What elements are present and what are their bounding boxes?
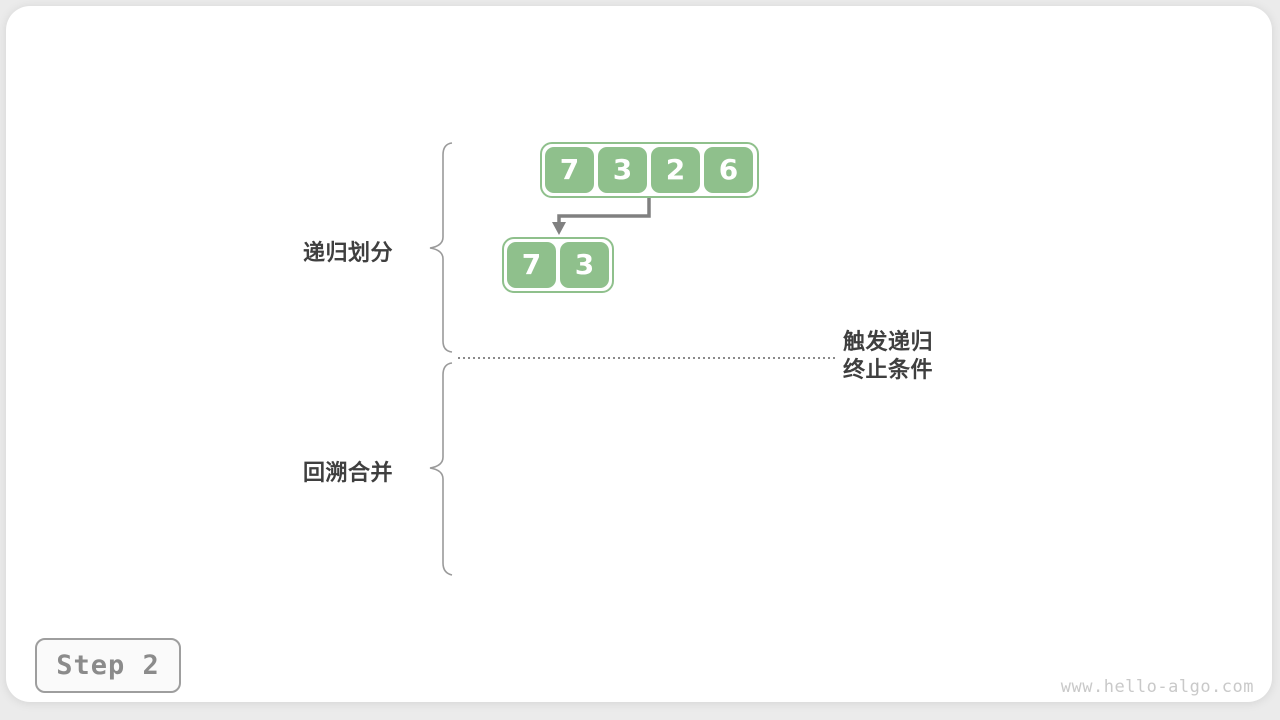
array-cell: 3 xyxy=(560,242,609,288)
array-cell: 2 xyxy=(651,147,700,193)
array-level-2: 7 3 xyxy=(502,237,614,293)
array-cell: 7 xyxy=(545,147,594,193)
merge-phase-label: 回溯合并 xyxy=(303,461,394,486)
termination-annotation-line2: 终止条件 xyxy=(843,358,934,383)
array-cell: 7 xyxy=(507,242,556,288)
array-cell: 6 xyxy=(704,147,753,193)
figure-card xyxy=(6,6,1272,702)
array-cell: 3 xyxy=(598,147,647,193)
step-badge: Step 2 xyxy=(35,638,181,693)
array-level-1: 7 3 2 6 xyxy=(540,142,759,198)
termination-annotation-line1: 触发递归 xyxy=(843,330,934,355)
watermark: www.hello-algo.com xyxy=(1060,677,1254,697)
divide-phase-label: 递归划分 xyxy=(303,241,394,266)
termination-annotation: 触发递归 终止条件 xyxy=(843,329,933,385)
